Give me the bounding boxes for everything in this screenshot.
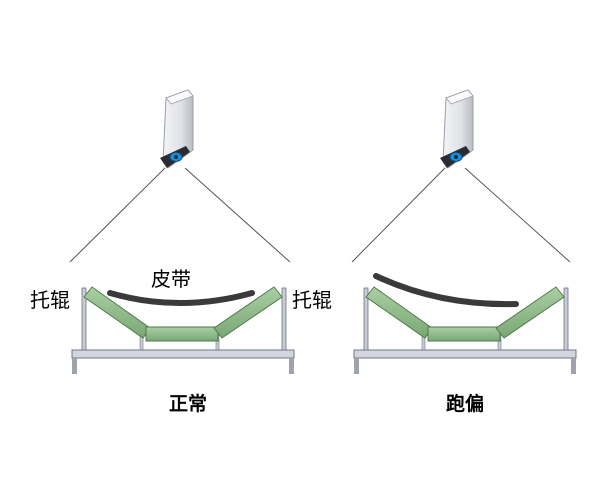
caption-normal: 正常	[169, 392, 207, 415]
belt-deviated	[373, 273, 519, 308]
sight-line-right	[184, 167, 291, 263]
panel-deviation: 托辊 跑偏	[292, 89, 577, 415]
label-idler-right: 托辊	[292, 288, 332, 312]
idler-frame	[71, 287, 295, 374]
sight-line-left	[351, 167, 446, 263]
sight-line-left	[69, 167, 166, 263]
camera-icon	[160, 89, 194, 169]
caption-deviation: 跑偏	[446, 392, 484, 415]
idler-rollers	[365, 286, 565, 342]
sight-line-right	[464, 167, 571, 263]
label-belt: 皮带	[151, 267, 191, 291]
camera-icon	[440, 89, 474, 169]
panel-normal: 托辊 皮带 正常	[30, 89, 295, 415]
belt-normal	[107, 290, 255, 306]
label-idler-left: 托辊	[30, 288, 70, 312]
idler-rollers	[83, 286, 283, 342]
